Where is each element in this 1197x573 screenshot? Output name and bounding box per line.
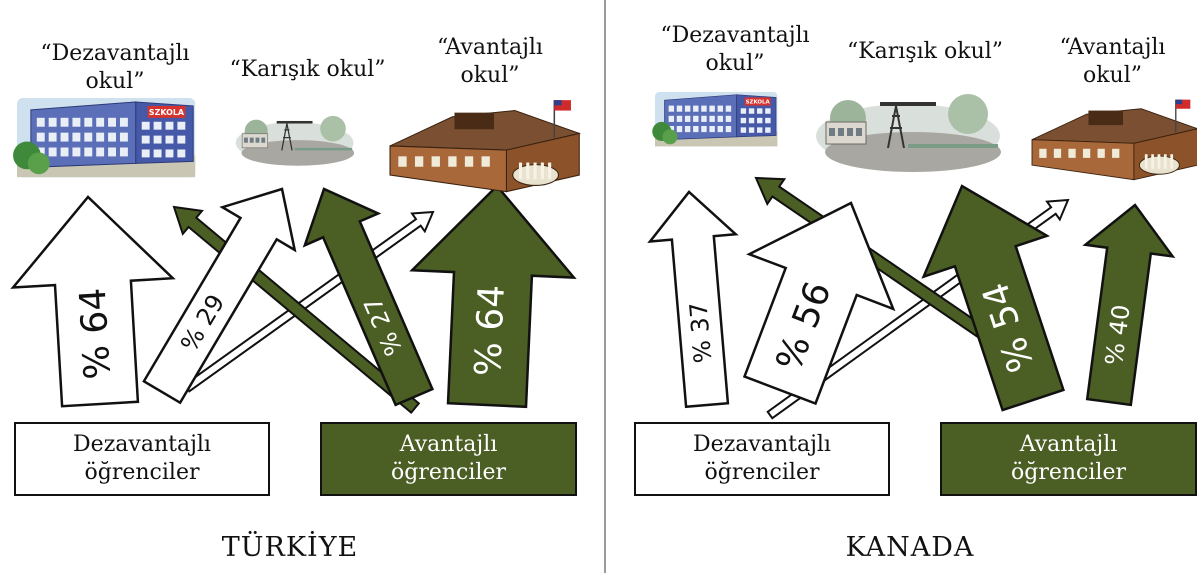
- school-label-line1: “Dezavantajlı: [660, 23, 810, 48]
- students-label-line2: öğrenciler: [391, 460, 506, 485]
- flow-arrow-shape: [302, 187, 435, 407]
- country-title-tr: TÜRKİYE: [221, 532, 359, 563]
- school-label-mixed-tr: “Karışık okul”: [215, 56, 400, 84]
- students-box-disadvantaged-ca: Dezavantajlı öğrenciler: [634, 422, 890, 496]
- flow-percent-label: % 37: [684, 301, 717, 364]
- school-label-line2: okul”: [705, 51, 765, 76]
- school-building-blue-icon: SZKOLA: [13, 98, 196, 178]
- flow-arrow-shape: [647, 190, 739, 409]
- svg-text:SZKOLA: SZKOLA: [746, 100, 771, 106]
- students-label-line2: öğrenciler: [84, 460, 200, 485]
- school-building-blue-icon: SZKOLA: [652, 92, 778, 147]
- flow-arrow-ca-1: % 56: [742, 201, 896, 406]
- school-building-small-icon: [235, 115, 355, 166]
- school-label-advantaged-tr: “Avantajlı okul”: [400, 34, 580, 90]
- students-label-line2: öğrenciler: [704, 460, 820, 485]
- flow-arrow-ca-0: % 37: [647, 190, 739, 409]
- students-label-line1: Dezavantajlı: [73, 432, 211, 457]
- school-label-line1: “Avantajlı: [437, 35, 543, 60]
- school-building-brown-icon: [389, 100, 582, 193]
- flow-arrow-shape: [1082, 203, 1176, 407]
- school-label-disadvantaged-ca: “Dezavantajlı okul”: [640, 22, 830, 78]
- flow-arrow-ca-4: % 54: [921, 184, 1065, 412]
- school-building-small-icon: [816, 94, 1001, 172]
- panel-divider: [604, 0, 606, 573]
- students-label-line1: Dezavantajlı: [693, 432, 831, 457]
- students-box-advantaged-ca: Avantajlı öğrenciler: [940, 422, 1197, 496]
- flow-arrow-tr-5: % 64: [409, 184, 577, 409]
- flow-arrow-shape: [742, 201, 896, 406]
- school-label-disadvantaged-tr: “Dezavantajlı okul”: [20, 40, 210, 96]
- students-box-disadvantaged-tr: Dezavantajlı öğrenciler: [14, 422, 270, 496]
- students-box-advantaged-tr: Avantajlı öğrenciler: [320, 422, 577, 496]
- flow-arrow-shape: [10, 195, 176, 408]
- school-label-line2: okul”: [460, 63, 520, 88]
- svg-text:SZKOLA: SZKOLA: [149, 108, 185, 117]
- school-label-line2: okul”: [85, 69, 145, 94]
- school-label-line1: “Avantajlı: [1059, 35, 1166, 60]
- students-label-line1: Avantajlı: [1019, 432, 1118, 457]
- school-label-line1: “Karışık okul”: [229, 57, 386, 82]
- students-label-line2: öğrenciler: [1011, 460, 1126, 485]
- flow-percent-label: % 64: [468, 284, 513, 377]
- school-label-mixed-ca: “Karışık okul”: [830, 38, 1020, 66]
- flow-arrow-tr-0: % 64: [10, 195, 176, 408]
- school-label-advantaged-ca: “Avantajlı okul”: [1030, 34, 1195, 90]
- flow-arrow-ca-5: % 40: [1082, 203, 1176, 407]
- flow-arrow-shape: [142, 187, 297, 405]
- school-building-brown-icon: [1031, 99, 1197, 181]
- students-label-line1: Avantajlı: [399, 432, 498, 457]
- flow-arrow-shape: [409, 184, 577, 409]
- flow-percent-label: % 64: [73, 287, 119, 381]
- country-title-ca: KANADA: [845, 532, 975, 563]
- school-label-line2: okul”: [1082, 63, 1143, 88]
- school-label-line1: “Dezavantajlı: [40, 41, 190, 66]
- school-label-line1: “Karışık okul”: [846, 39, 1004, 64]
- flow-arrow-shape: [921, 184, 1065, 412]
